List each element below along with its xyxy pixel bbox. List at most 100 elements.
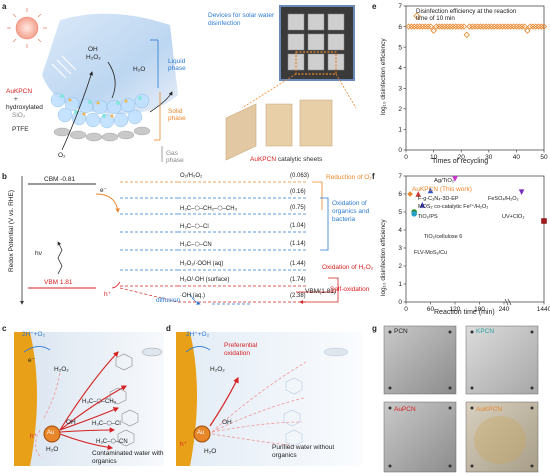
y-tick-label: 1 xyxy=(398,127,402,134)
y-tick-label: 6 xyxy=(398,191,402,198)
x-tick-label: 240 xyxy=(499,306,510,313)
panel-label-c: c xyxy=(2,324,7,333)
data-point xyxy=(477,23,484,30)
label-mos2: MOS₂ co-catalytic Fe²⁺/H₂O₂ xyxy=(418,204,489,210)
data-point xyxy=(460,23,468,30)
redox-diagram xyxy=(20,176,339,305)
oh-label-c: OH xyxy=(66,419,76,426)
data-point xyxy=(413,23,421,30)
y-tick-label: 5 xyxy=(398,44,402,51)
h2o2-label-d: H₂O₂ xyxy=(210,366,225,373)
data-point xyxy=(441,23,448,30)
data-point xyxy=(446,23,454,30)
gas-phase-label: Gas phase xyxy=(166,150,184,164)
x-tick-label: 50 xyxy=(540,154,548,161)
level-value: (1.44) xyxy=(290,261,306,267)
solid-phase-label: Solid phase xyxy=(168,108,186,122)
photo-label-pcn: PCN xyxy=(394,328,408,335)
data-point xyxy=(407,191,413,197)
panel-label-g: g xyxy=(372,324,377,333)
level-label: H₃C–⬡–CH₂–⬡–CH₃ xyxy=(180,206,238,212)
data-point xyxy=(518,23,526,30)
devices-photo xyxy=(225,5,357,161)
devices-label: Devices for solar water disinfection xyxy=(208,12,275,27)
reaction-label-c: 2H⁺+O₂ xyxy=(22,331,46,338)
y-tick-label: 0 xyxy=(398,299,402,306)
y-tick-label: 2 xyxy=(398,263,402,270)
level-value: (0.16) xyxy=(290,189,306,195)
level-value: (0.063) xyxy=(290,173,310,179)
data-point xyxy=(419,23,426,30)
data-point xyxy=(535,23,542,30)
y-tick-label: 5 xyxy=(398,209,402,216)
reaction-label-d: 2H⁺+O₂ xyxy=(186,331,210,338)
y-tick-label: 2 xyxy=(398,106,402,113)
data-point xyxy=(518,189,525,195)
data-point xyxy=(455,23,462,30)
data-point xyxy=(485,23,492,30)
data-point xyxy=(419,202,426,208)
ylabel-f: log₁₀ disinfection efficiency xyxy=(380,219,387,296)
plot-frame xyxy=(405,175,545,303)
ptfe-label: PTFE xyxy=(12,126,29,133)
x-tick-label: 10 xyxy=(430,154,438,161)
data-point xyxy=(541,218,547,224)
plot-frame xyxy=(405,5,545,151)
ylabel-b: Redox Potential (V vs. RHE) xyxy=(8,189,15,272)
level-value: (0.75) xyxy=(290,205,306,211)
data-point xyxy=(510,23,517,30)
sio2-label: SiO₂ xyxy=(12,112,26,119)
data-point xyxy=(474,23,481,30)
panel-label-b: b xyxy=(2,172,7,181)
liquid-phase-label: Liquid phase xyxy=(168,58,186,72)
data-point xyxy=(482,23,490,30)
data-point xyxy=(435,23,443,30)
data-point xyxy=(458,23,465,30)
data-point xyxy=(408,23,415,30)
data-point xyxy=(521,23,528,30)
electron-label-c: e⁻ xyxy=(28,357,36,364)
molecule-2-c: H₃C–⬡–Cl xyxy=(92,421,121,427)
panel-label-e: e xyxy=(372,2,377,11)
data-point xyxy=(422,23,429,30)
o2-label: O₂ xyxy=(58,152,66,159)
x-tick-label: 1440 xyxy=(537,306,550,313)
data-point xyxy=(507,23,515,30)
data-point xyxy=(504,23,512,30)
vbm-label: VBM 1.81 xyxy=(44,279,73,286)
h2o2-label-c: H₂O₂ xyxy=(54,366,69,373)
y-tick-label: 6 xyxy=(398,24,402,31)
level-label: H₂O₂/·OOH (aq) xyxy=(180,261,224,267)
y-tick-label: 4 xyxy=(398,227,402,234)
data-point xyxy=(524,27,531,34)
level-label: ·OH (aq.) xyxy=(180,293,206,299)
sheets-caption: AuKPCN catalytic sheets xyxy=(250,156,322,163)
data-point xyxy=(415,191,422,197)
data-point xyxy=(427,187,434,194)
data-point xyxy=(480,23,487,30)
y-tick-label: 3 xyxy=(398,245,402,252)
level-label: O₂/H₂O₂ xyxy=(180,173,203,179)
data-point xyxy=(493,23,501,30)
y-tick-label: 4 xyxy=(398,65,402,72)
au-label-c: Au xyxy=(47,430,55,436)
self-oxidation-label: Self-oxidation xyxy=(330,286,370,293)
data-point xyxy=(532,23,539,30)
data-point xyxy=(452,23,459,30)
data-point xyxy=(469,23,476,30)
oh-label: OH xyxy=(88,46,98,53)
data-point xyxy=(452,176,458,182)
oh-label-d: OH xyxy=(222,419,232,426)
panel-a-illustration xyxy=(7,8,178,162)
axis-break xyxy=(504,298,509,306)
x-tick-label: 0 xyxy=(404,154,408,161)
sample-photos xyxy=(383,325,539,473)
hole-label-d: h⁺ xyxy=(180,441,188,448)
hole-label-c: h⁺ xyxy=(30,433,38,440)
axis-break xyxy=(507,298,512,306)
molecule-1-c: H₃C–⬡–CH₃ xyxy=(82,399,117,405)
panel-c-illustration xyxy=(14,332,164,466)
light-rays-icon xyxy=(51,55,77,79)
y-tick-label: 3 xyxy=(398,85,402,92)
